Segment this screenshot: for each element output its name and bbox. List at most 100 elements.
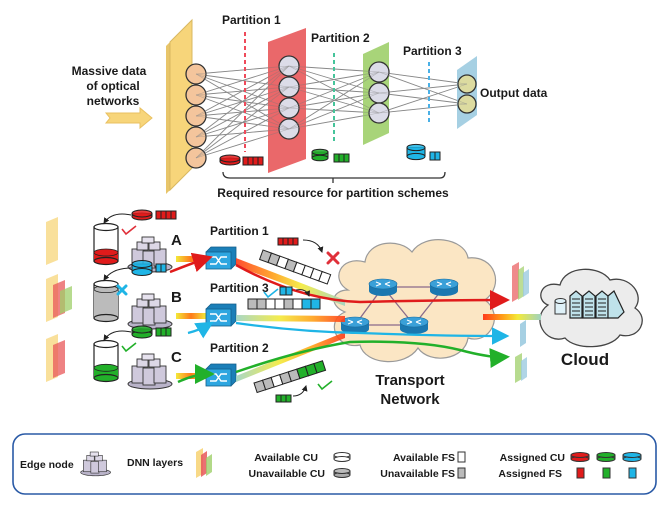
dnn-layer-plane bbox=[46, 217, 58, 265]
dnn-layer-plane bbox=[201, 451, 207, 477]
cloud-uplink bbox=[483, 314, 541, 320]
optical-switch-icon bbox=[205, 246, 237, 270]
neuron-connection bbox=[195, 65, 290, 159]
requested-link-fs-b bbox=[279, 286, 293, 296]
neuron-connection bbox=[378, 103, 468, 114]
partition-3-label: Partition 3 bbox=[403, 44, 462, 58]
cu-fill bbox=[94, 252, 118, 261]
link-beam-c bbox=[236, 332, 345, 382]
fs-slot bbox=[165, 327, 172, 337]
link-fs-slot bbox=[318, 270, 332, 285]
fs-slot bbox=[285, 394, 292, 403]
partition-label: Partition 2 bbox=[210, 341, 269, 355]
input-label-line-1: Massive data bbox=[72, 64, 147, 78]
dnn-partition-diagram: Massive data of optical networks Partiti… bbox=[72, 13, 548, 200]
fs-slot bbox=[292, 237, 299, 246]
cu-accepted-check-icon bbox=[121, 225, 137, 236]
optical-switch-icon bbox=[205, 363, 237, 387]
layer-plane bbox=[169, 18, 193, 192]
link-beam-b bbox=[236, 315, 345, 322]
neuron-connection bbox=[288, 112, 380, 130]
assigned-fs-icon-1 bbox=[576, 467, 585, 479]
link-fs-bar-a bbox=[258, 249, 332, 285]
partition-1-label: Partition 1 bbox=[222, 13, 281, 27]
requested-cu-icon bbox=[131, 260, 153, 276]
link-fs-slot bbox=[292, 298, 303, 310]
cu-icon bbox=[406, 143, 426, 161]
router-icon bbox=[340, 316, 370, 334]
required-resource-partition-2 bbox=[311, 148, 350, 163]
assigned-fs-icon-3 bbox=[628, 467, 637, 479]
dnn-layer-plane bbox=[53, 340, 65, 378]
requested-link-fs-a bbox=[277, 237, 299, 246]
transport-label-line-1: Transport bbox=[375, 372, 444, 389]
fs-slot bbox=[277, 237, 284, 246]
cu-fill bbox=[94, 367, 118, 378]
fs-slot bbox=[160, 210, 167, 220]
assign-arrow bbox=[103, 267, 132, 281]
assigned-cu-icon-2 bbox=[596, 452, 616, 462]
neuron-connection bbox=[288, 86, 380, 114]
cloud-datacenter bbox=[539, 268, 643, 348]
neuron-connection bbox=[195, 65, 290, 75]
router-icon bbox=[399, 316, 429, 334]
server-icon bbox=[607, 290, 625, 319]
dnn-layers-icon bbox=[196, 448, 212, 478]
optical-switch-icon bbox=[205, 303, 237, 327]
fs-slot bbox=[434, 151, 441, 161]
assigned-fs-icon-2 bbox=[602, 467, 611, 479]
fs-slot bbox=[155, 263, 162, 273]
partition-2-label: Partition 2 bbox=[311, 31, 370, 45]
neuron-connection bbox=[378, 83, 468, 94]
assigned-cu-icon-1 bbox=[570, 452, 590, 462]
transport-label-line-2: Network bbox=[380, 391, 440, 408]
server-icon bbox=[569, 290, 583, 319]
link-rejected-cross-icon bbox=[326, 251, 340, 265]
dnn-layers-icon bbox=[46, 334, 65, 382]
requested-cu-icon bbox=[131, 209, 153, 221]
flow-path-c bbox=[235, 340, 510, 374]
link-accepted-check-icon bbox=[317, 380, 333, 391]
brace-label: Required resource for partition schemes bbox=[217, 186, 449, 200]
arrived-layers-a bbox=[512, 262, 529, 302]
neuron-connection bbox=[378, 83, 468, 114]
dnn-layers-icon bbox=[46, 217, 58, 265]
legend-available-fs-label: Available FS bbox=[393, 452, 455, 464]
link-accepted-check-icon bbox=[263, 288, 279, 299]
server-icon bbox=[595, 290, 609, 319]
legend-dnn-layers-label: DNN layers bbox=[127, 457, 183, 469]
requested-fs-icon bbox=[155, 263, 167, 273]
fs-slot bbox=[247, 156, 254, 166]
requested-cu-icon bbox=[131, 325, 153, 339]
required-resource-partition-3 bbox=[406, 143, 441, 161]
fs-slot bbox=[252, 156, 259, 166]
link-fs-slot bbox=[283, 298, 294, 310]
server-rack-icon bbox=[569, 290, 625, 319]
cloud-label: Cloud bbox=[561, 350, 609, 369]
edge-node-icon bbox=[127, 353, 173, 390]
edge-node-id-label: A bbox=[171, 232, 182, 249]
fs-slot bbox=[242, 156, 249, 166]
cu-accepted-check-icon bbox=[121, 342, 137, 353]
fs-slot bbox=[343, 153, 350, 163]
legend-edge-node-label: Edge node bbox=[20, 459, 74, 471]
assigned-cu-icon-3 bbox=[622, 452, 642, 462]
cu-bucket bbox=[93, 279, 119, 323]
fs-slot bbox=[280, 394, 287, 403]
flow-path-b bbox=[235, 321, 510, 345]
database-icon bbox=[554, 298, 567, 315]
flow-path-a bbox=[235, 263, 510, 311]
link-fs-slot bbox=[247, 298, 258, 310]
partition-label: Partition 3 bbox=[210, 281, 269, 295]
legend-available-cu-label: Available CU bbox=[254, 452, 318, 464]
input-label-line-2: of optical bbox=[86, 79, 139, 93]
dnn-layer-plane bbox=[60, 286, 72, 314]
cu-fill bbox=[94, 289, 118, 318]
dnn-layer-plane bbox=[206, 454, 212, 476]
fs-slot bbox=[160, 263, 167, 273]
neuron-connection bbox=[195, 128, 290, 159]
link-fs-slot bbox=[313, 360, 327, 374]
fs-slot bbox=[287, 237, 294, 246]
